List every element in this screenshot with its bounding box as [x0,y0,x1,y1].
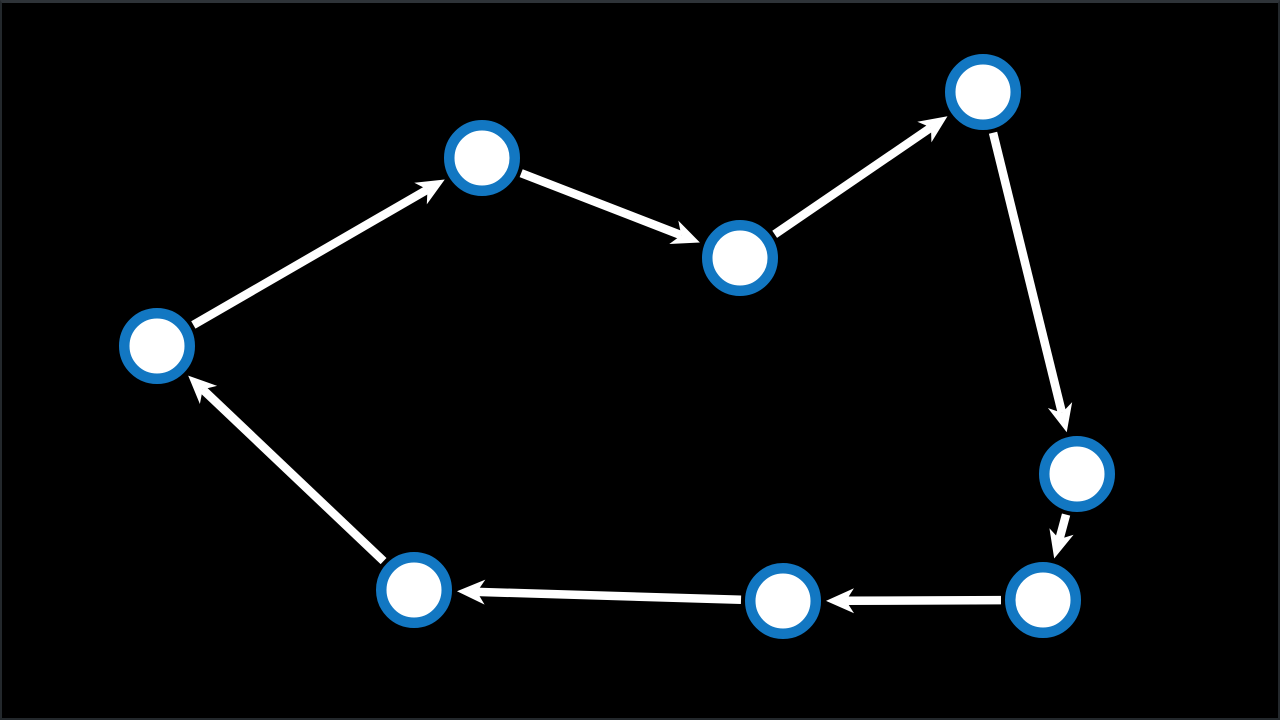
graph-edge-n4-n5 [988,131,1067,414]
graph-edge-n3-n4 [772,124,934,238]
graph-edge-n2-n3 [519,169,683,240]
graph-node-n6 [1005,562,1081,638]
graph-edge-n7-n8 [476,587,742,604]
graph-arrowhead-n2-n3 [669,220,700,244]
graph-edge-n8-n1 [199,386,387,565]
graph-node-n8 [376,552,452,628]
graph-arrowhead-n4-n5 [1047,402,1073,433]
graph-arrowhead-n5-n6 [1049,528,1074,559]
graph-arrowhead-n8-n1 [188,375,218,404]
graph-node-n5 [1039,436,1115,512]
graph-arrowhead-n6-n7 [825,588,855,614]
graph-edge-n1-n2 [191,185,430,329]
graph-arrowhead-n7-n8 [456,579,486,605]
graph-edge-n6-n7 [845,595,1002,606]
graph-edge-n5-n6 [1055,513,1071,541]
graph-arrowhead-n3-n4 [917,116,948,143]
graph-node-n7 [745,563,821,639]
graph-node-n2 [444,120,520,196]
graph-node-n1 [119,308,195,384]
graph-node-n3 [702,220,778,296]
graph-arrowhead-n1-n2 [414,179,445,205]
graph-node-n4 [945,54,1021,130]
